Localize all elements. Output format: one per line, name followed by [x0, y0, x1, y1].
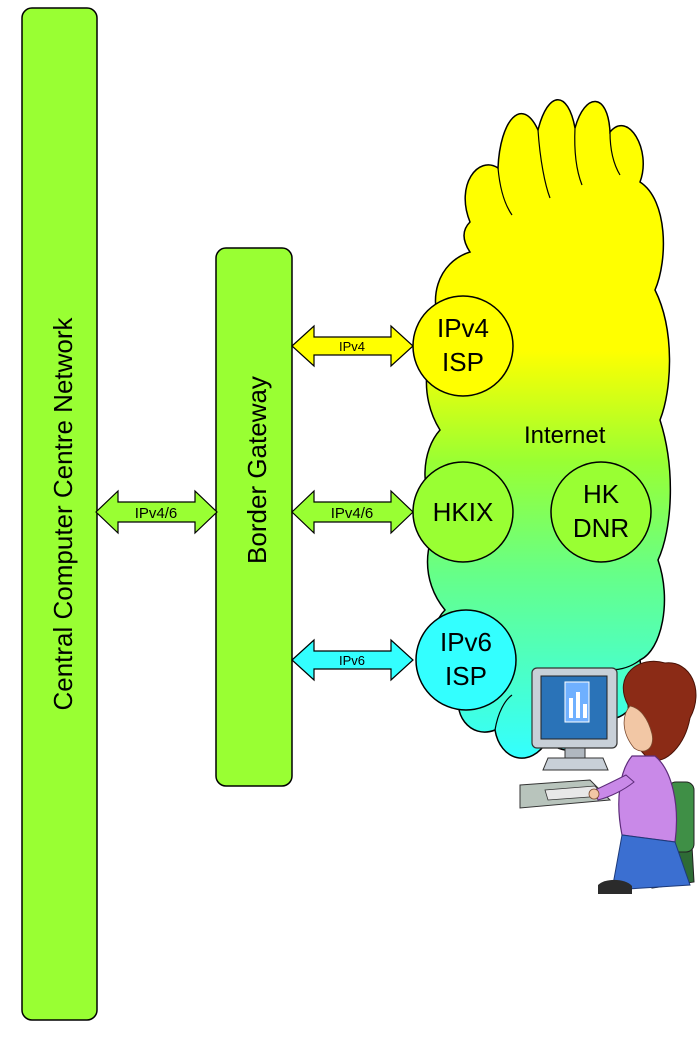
arrow-ipv6	[291, 638, 414, 682]
user-at-computer-icon	[519, 660, 697, 894]
ipv4-isp-line2: ISP	[442, 347, 484, 377]
arrow-hkix-label: IPv4/6	[331, 505, 374, 522]
internet-label: Internet	[524, 422, 606, 449]
hkix-label: HKIX	[433, 497, 494, 527]
hk-dnr-line2: DNR	[573, 513, 629, 543]
central-network-label: Central Computer Centre Network	[48, 316, 78, 710]
arrow-ipv4-label: IPv4	[339, 339, 365, 354]
border-gateway-block[interactable]	[215, 247, 293, 787]
ipv6-isp-line1: IPv6	[440, 627, 492, 657]
ipv4-isp-line1: IPv4	[437, 313, 489, 343]
border-gateway-label: Border Gateway	[242, 376, 272, 564]
central-network-block[interactable]	[21, 7, 98, 1021]
ipv6-isp-node[interactable]	[415, 609, 517, 711]
arrow-network-gateway	[95, 489, 218, 535]
hk-dnr-line1: HK	[583, 479, 620, 509]
ipv4-isp-node[interactable]	[412, 295, 514, 397]
hk-dnr-node[interactable]	[550, 461, 652, 563]
hkix-node[interactable]	[412, 461, 514, 563]
arrow-network-gateway-label: IPv4/6	[135, 505, 178, 522]
ipv6-isp-line2: ISP	[445, 661, 487, 691]
arrow-ipv6-label: IPv6	[339, 653, 365, 668]
